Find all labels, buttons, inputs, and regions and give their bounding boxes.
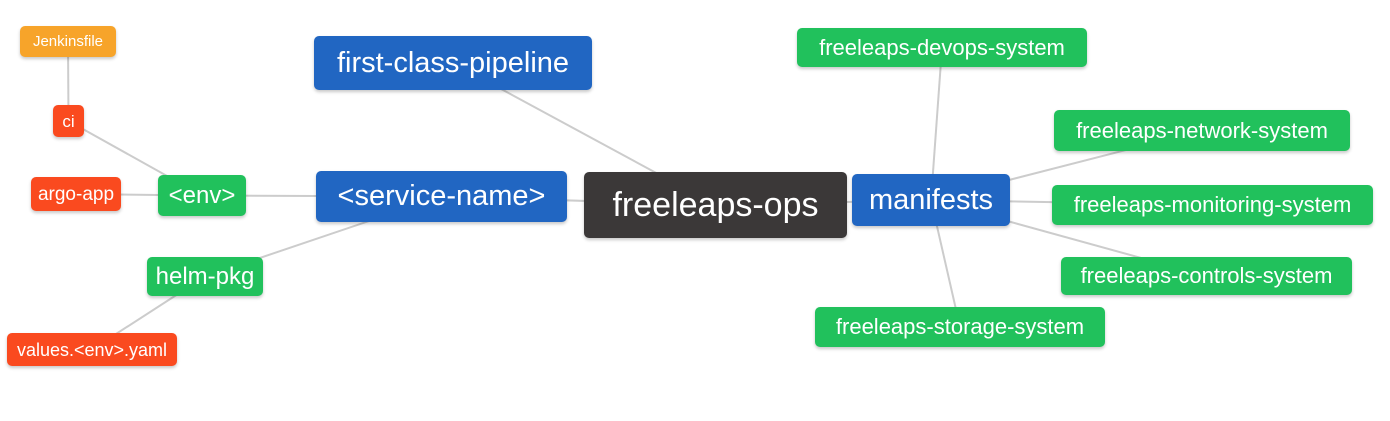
node-monitoring-system[interactable]: freeleaps-monitoring-system bbox=[1052, 185, 1373, 225]
node-devops-system[interactable]: freeleaps-devops-system bbox=[797, 28, 1087, 67]
node-network-system[interactable]: freeleaps-network-system bbox=[1054, 110, 1350, 151]
node-label: freeleaps-ops bbox=[612, 186, 819, 224]
node-label: freeleaps-storage-system bbox=[835, 314, 1085, 339]
node-label: argo-app bbox=[37, 183, 115, 205]
node-label: freeleaps-controls-system bbox=[1080, 263, 1333, 288]
node-controls-system[interactable]: freeleaps-controls-system bbox=[1061, 257, 1352, 295]
node-manifests[interactable]: manifests bbox=[852, 174, 1010, 226]
node-values-env-yaml[interactable]: values.<env>.yaml bbox=[7, 333, 177, 366]
node-helm-pkg[interactable]: helm-pkg bbox=[147, 257, 263, 296]
node-jenkinsfile[interactable]: Jenkinsfile bbox=[20, 26, 116, 57]
node-label: first-class-pipeline bbox=[336, 46, 570, 79]
node-label: values.<env>.yaml bbox=[16, 339, 168, 360]
node-freeleaps-ops[interactable]: freeleaps-ops bbox=[584, 172, 847, 238]
node-service-name[interactable]: <service-name> bbox=[316, 171, 567, 222]
node-label: freeleaps-devops-system bbox=[819, 34, 1065, 60]
node-ci[interactable]: ci bbox=[53, 105, 84, 137]
node-label: freeleaps-network-system bbox=[1076, 117, 1328, 143]
node-label: Jenkinsfile bbox=[32, 33, 104, 50]
node-argo-app[interactable]: argo-app bbox=[31, 177, 121, 211]
node-label: manifests bbox=[868, 183, 994, 216]
node-label: <env> bbox=[168, 181, 236, 209]
node-label: helm-pkg bbox=[155, 262, 255, 290]
node-label: freeleaps-monitoring-system bbox=[1073, 192, 1352, 217]
node-label: ci bbox=[62, 111, 75, 131]
node-env[interactable]: <env> bbox=[158, 175, 246, 216]
node-label: <service-name> bbox=[337, 180, 546, 212]
node-first-class-pipeline[interactable]: first-class-pipeline bbox=[314, 36, 592, 90]
node-storage-system[interactable]: freeleaps-storage-system bbox=[815, 307, 1105, 347]
